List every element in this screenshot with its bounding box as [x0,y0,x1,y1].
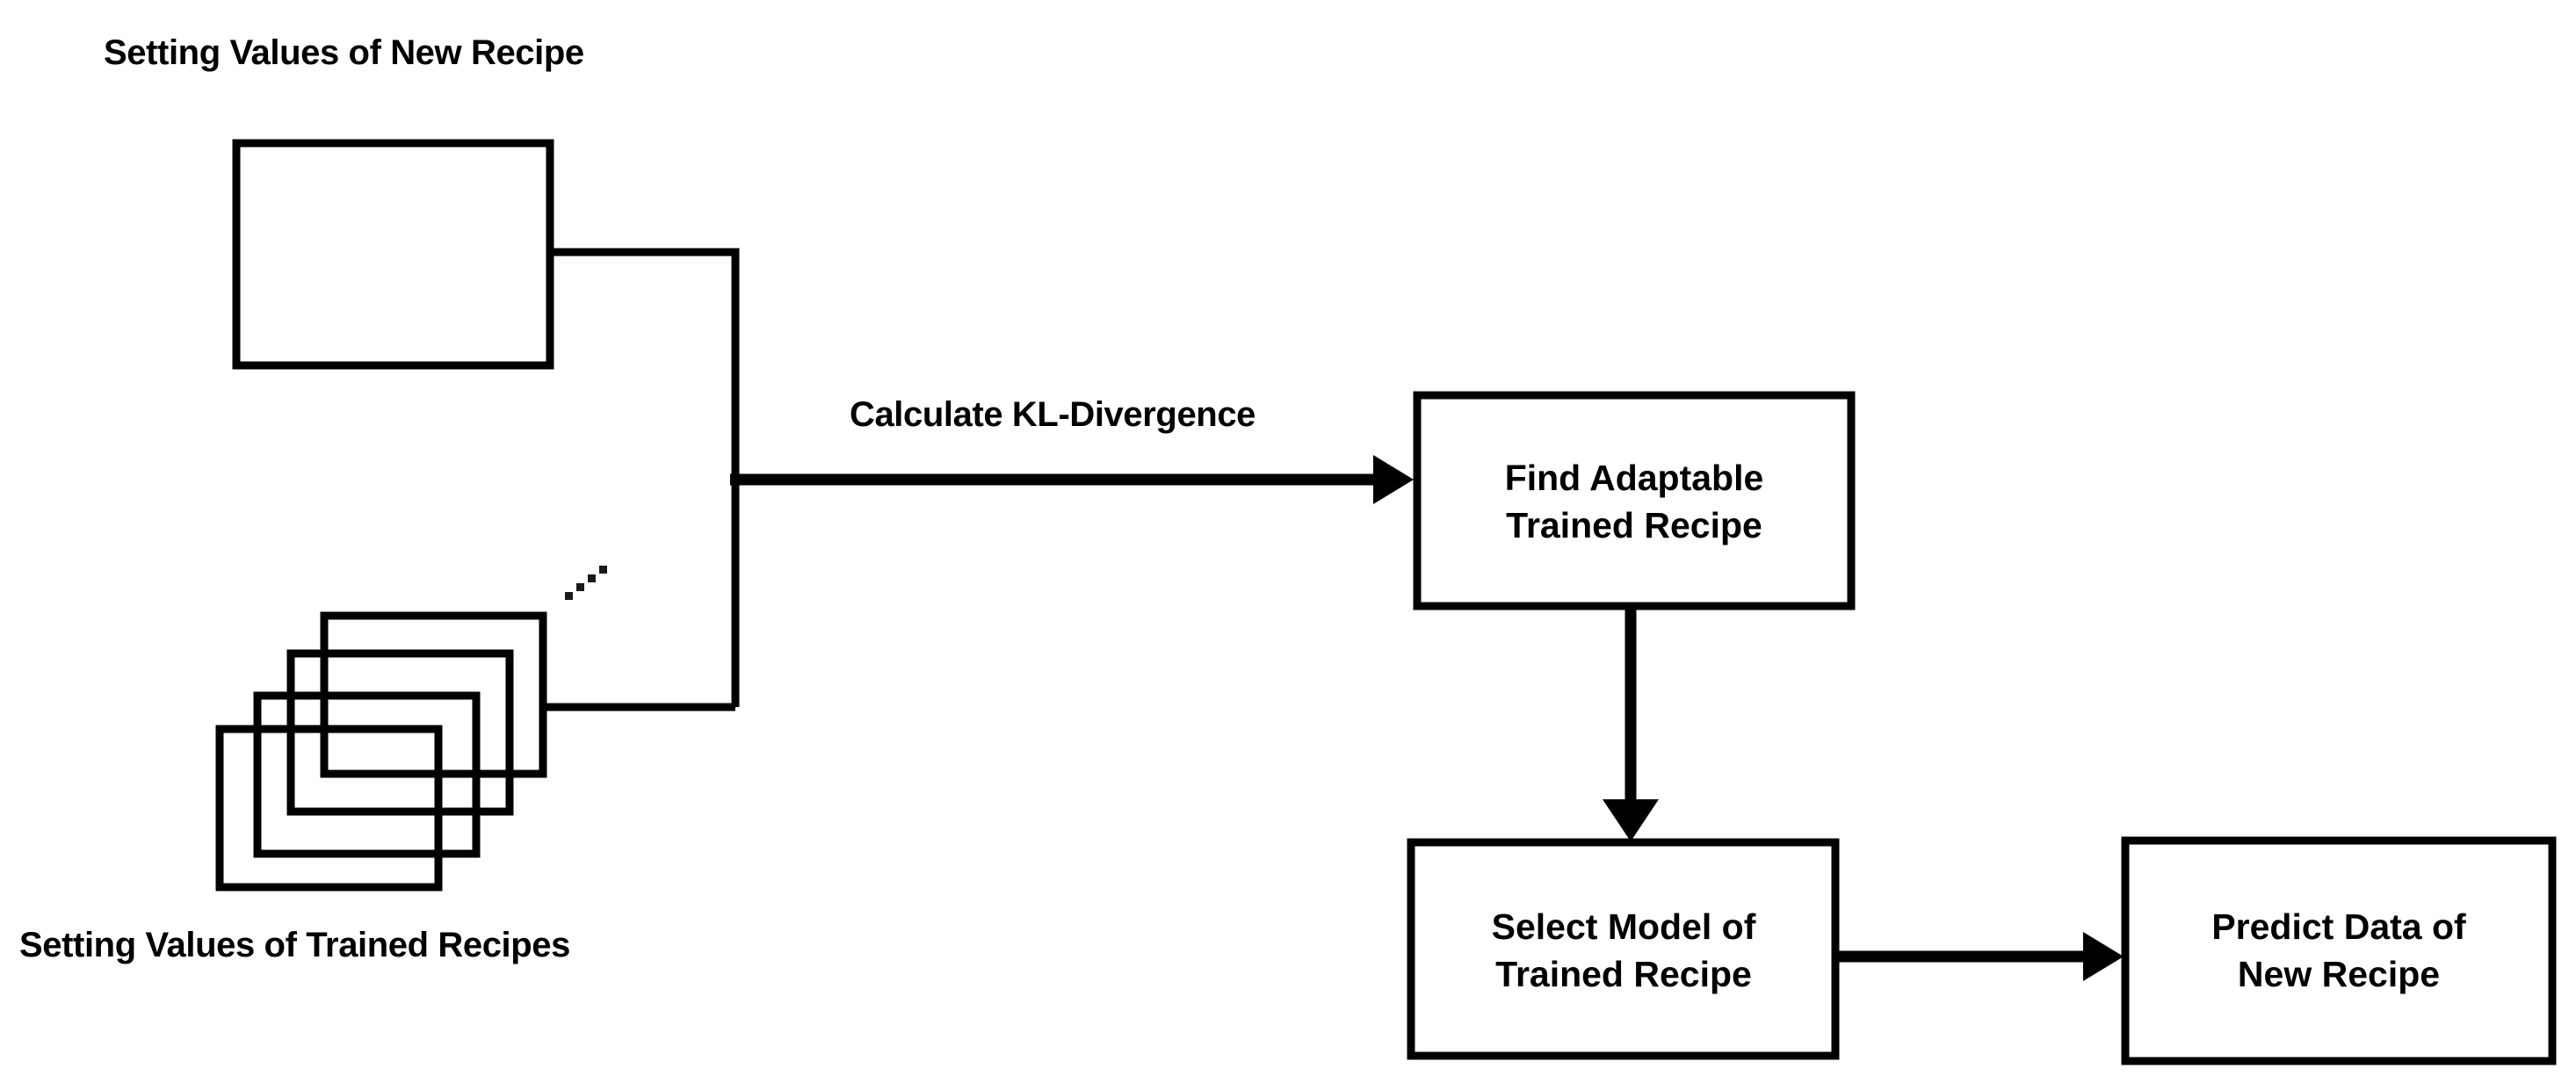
select-model-of-trained-recipe-box[interactable] [1407,838,1840,1060]
predict-data-of-new-recipe-node[interactable]: Predict Data of New Recipe [2121,836,2557,1065]
trained-recipe-sheet-1 [215,725,443,892]
find-adaptable-line-2: Trained Recipe [1506,505,1762,545]
kl-divergence-edge-label: Calculate KL-Divergence [850,395,1255,434]
trained-recipe-sheet-2 [253,691,481,858]
predict-data-line-2: New Recipe [2238,954,2440,994]
new-recipe-box[interactable] [232,139,554,370]
new-recipe-caption: Setting Values of New Recipe [104,33,584,72]
stack-ellipsis-icon [565,566,607,600]
kl-edge-arrow-head [1373,455,1414,504]
select-model-of-trained-recipe-node[interactable]: Select Model of Trained Recipe [1407,838,1840,1060]
select-to-predict-edge [1835,932,2124,981]
predict-data-line-1: Predict Data of [2211,906,2466,947]
trained-recipes-stack[interactable] [215,611,547,892]
find-adaptable-line-1: Find Adaptable [1505,458,1764,498]
find-to-select-arrow-head [1603,799,1659,841]
find-adaptable-trained-recipe-box[interactable] [1413,391,1856,610]
kl-edge-top-branch [550,248,740,707]
select-model-line-2: Trained Recipe [1495,954,1752,994]
select-model-line-1: Select Model of [1492,906,1756,947]
select-to-predict-arrow-head [2083,932,2124,981]
kl-divergence-edge [539,248,1414,711]
predict-data-of-new-recipe-box[interactable] [2121,836,2557,1065]
find-to-select-edge [1603,606,1659,841]
trained-recipes-caption: Setting Values of Trained Recipes [19,926,570,964]
find-adaptable-trained-recipe-node[interactable]: Find Adaptable Trained Recipe [1413,391,1856,610]
